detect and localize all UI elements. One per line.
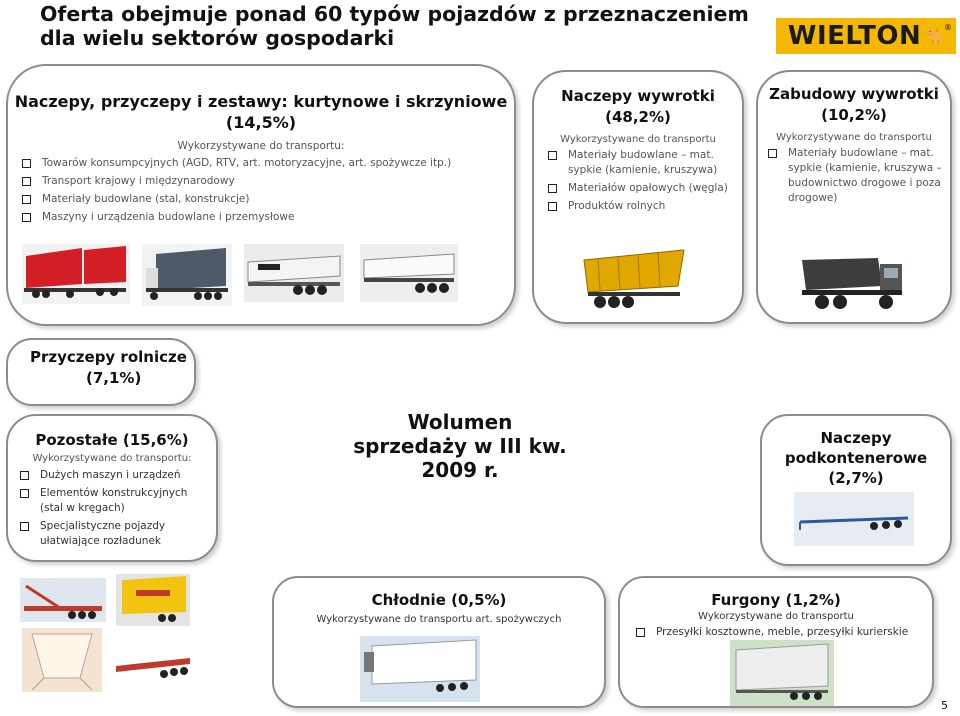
tipper-body-truck-image bbox=[802, 258, 902, 309]
list-item: Materiałów opałowych (węgla) bbox=[544, 181, 732, 196]
list-item: Specjalistyczne pojazdy ułatwiające rozł… bbox=[16, 519, 210, 549]
red-curtain-truck-image bbox=[22, 244, 130, 304]
van-list: Przesyłki kosztowne, meble, przesyłki ku… bbox=[620, 625, 932, 640]
list-item: Transport krajowy i międzynarodowy bbox=[18, 174, 514, 189]
list-item: Materiały budowlane – mat. sypkie (kamie… bbox=[544, 148, 732, 178]
list-item: Przesyłki kosztowne, meble, przesyłki ku… bbox=[632, 625, 932, 640]
low-loader-trailer-image bbox=[20, 578, 106, 622]
tipper-title: Naczepy wywrotki bbox=[561, 87, 715, 105]
container-title: Naczepy podkontenerowe bbox=[784, 429, 928, 467]
list-item: Elementów konstrukcyjnych (stal w kręgac… bbox=[16, 486, 210, 516]
van-title: Furgony (1,2%) bbox=[711, 591, 841, 609]
container-chassis-image bbox=[794, 492, 914, 546]
yellow-box-trailer-image bbox=[116, 574, 190, 626]
logo-text: WIELTON bbox=[787, 21, 922, 51]
other-subtitle: Wykorzystywane do transportu: bbox=[32, 453, 192, 464]
dropside-trailer-image bbox=[360, 244, 458, 302]
tipper-body-subtitle: Wykorzystywane do transportu bbox=[776, 132, 932, 143]
reefer-subtitle: Wykorzystywane do transportu art. spożyw… bbox=[316, 614, 562, 625]
other-list: Dużych maszyn i urządzeń Elementów konst… bbox=[8, 468, 216, 549]
agri-share: (7,1%) bbox=[86, 369, 142, 387]
list-item: Maszyny i urządzenia budowlane i przemys… bbox=[18, 210, 514, 225]
tipper-body-title: Zabudowy wywrotki bbox=[769, 85, 939, 103]
gray-curtain-trailer-image bbox=[142, 244, 232, 306]
tipper-body-share: (10,2%) bbox=[821, 106, 887, 124]
flatbed-trailer-image bbox=[244, 244, 344, 302]
other-bubble: Pozostałe (15,6%) Wykorzystywane do tran… bbox=[6, 414, 218, 562]
list-item: Towarów konsumpcyjnych (AGD, RTV, art. m… bbox=[18, 156, 514, 171]
page-title: Oferta obejmuje ponad 60 typów pojazdów … bbox=[40, 2, 749, 50]
van-trailer-image bbox=[730, 640, 834, 706]
list-item: Dużych maszyn i urządzeń bbox=[16, 468, 210, 483]
trailer-interior-image bbox=[22, 628, 102, 692]
list-item: Materiały budowlane – mat. sypkie (kamie… bbox=[764, 146, 944, 206]
page-number: 5 bbox=[941, 699, 948, 712]
list-item: Materiały budowlane (stal, konstrukcje) bbox=[18, 192, 514, 207]
tipper-subtitle: Wykorzystywane do transportu bbox=[560, 134, 716, 145]
wielton-logo: WIELTON 🐪 ® bbox=[776, 18, 956, 54]
yellow-tipper-trailer-image bbox=[583, 249, 685, 308]
van-subtitle: Wykorzystywane do transportu bbox=[698, 611, 854, 622]
curtain-list: Towarów konsumpcyjnych (AGD, RTV, art. m… bbox=[8, 156, 514, 225]
tipper-share: (48,2%) bbox=[605, 108, 671, 126]
agri-trailers-bubble: Przyczepy rolnicze (7,1%) bbox=[6, 338, 196, 406]
tipper-list: Materiały budowlane – mat. sypkie (kamie… bbox=[534, 148, 742, 214]
center-title: Wolumen sprzedaży w III kw. 2009 r. bbox=[353, 410, 567, 482]
registered-icon: ® bbox=[944, 23, 952, 32]
curtain-share: (14,5%) bbox=[225, 113, 297, 132]
other-title: Pozostałe (15,6%) bbox=[35, 431, 189, 449]
agri-title: Przyczepy rolnicze bbox=[30, 348, 187, 366]
curtain-subtitle: Wykorzystywane do transportu: bbox=[177, 140, 345, 152]
tipper-body-list: Materiały budowlane – mat. sypkie (kamie… bbox=[758, 146, 950, 206]
refrigerated-trailer-image bbox=[360, 636, 480, 702]
platform-trailer-image bbox=[112, 652, 194, 692]
list-item: Produktów rolnych bbox=[544, 199, 732, 214]
container-share: (2,7%) bbox=[828, 469, 884, 487]
camel-icon: 🐪 bbox=[924, 26, 945, 46]
container-trailers-bubble: Naczepy podkontenerowe (2,7%) bbox=[760, 414, 952, 566]
reefer-title: Chłodnie (0,5%) bbox=[371, 591, 507, 609]
curtain-title: Naczepy, przyczepy i zestawy: kurtynowe … bbox=[14, 92, 508, 111]
